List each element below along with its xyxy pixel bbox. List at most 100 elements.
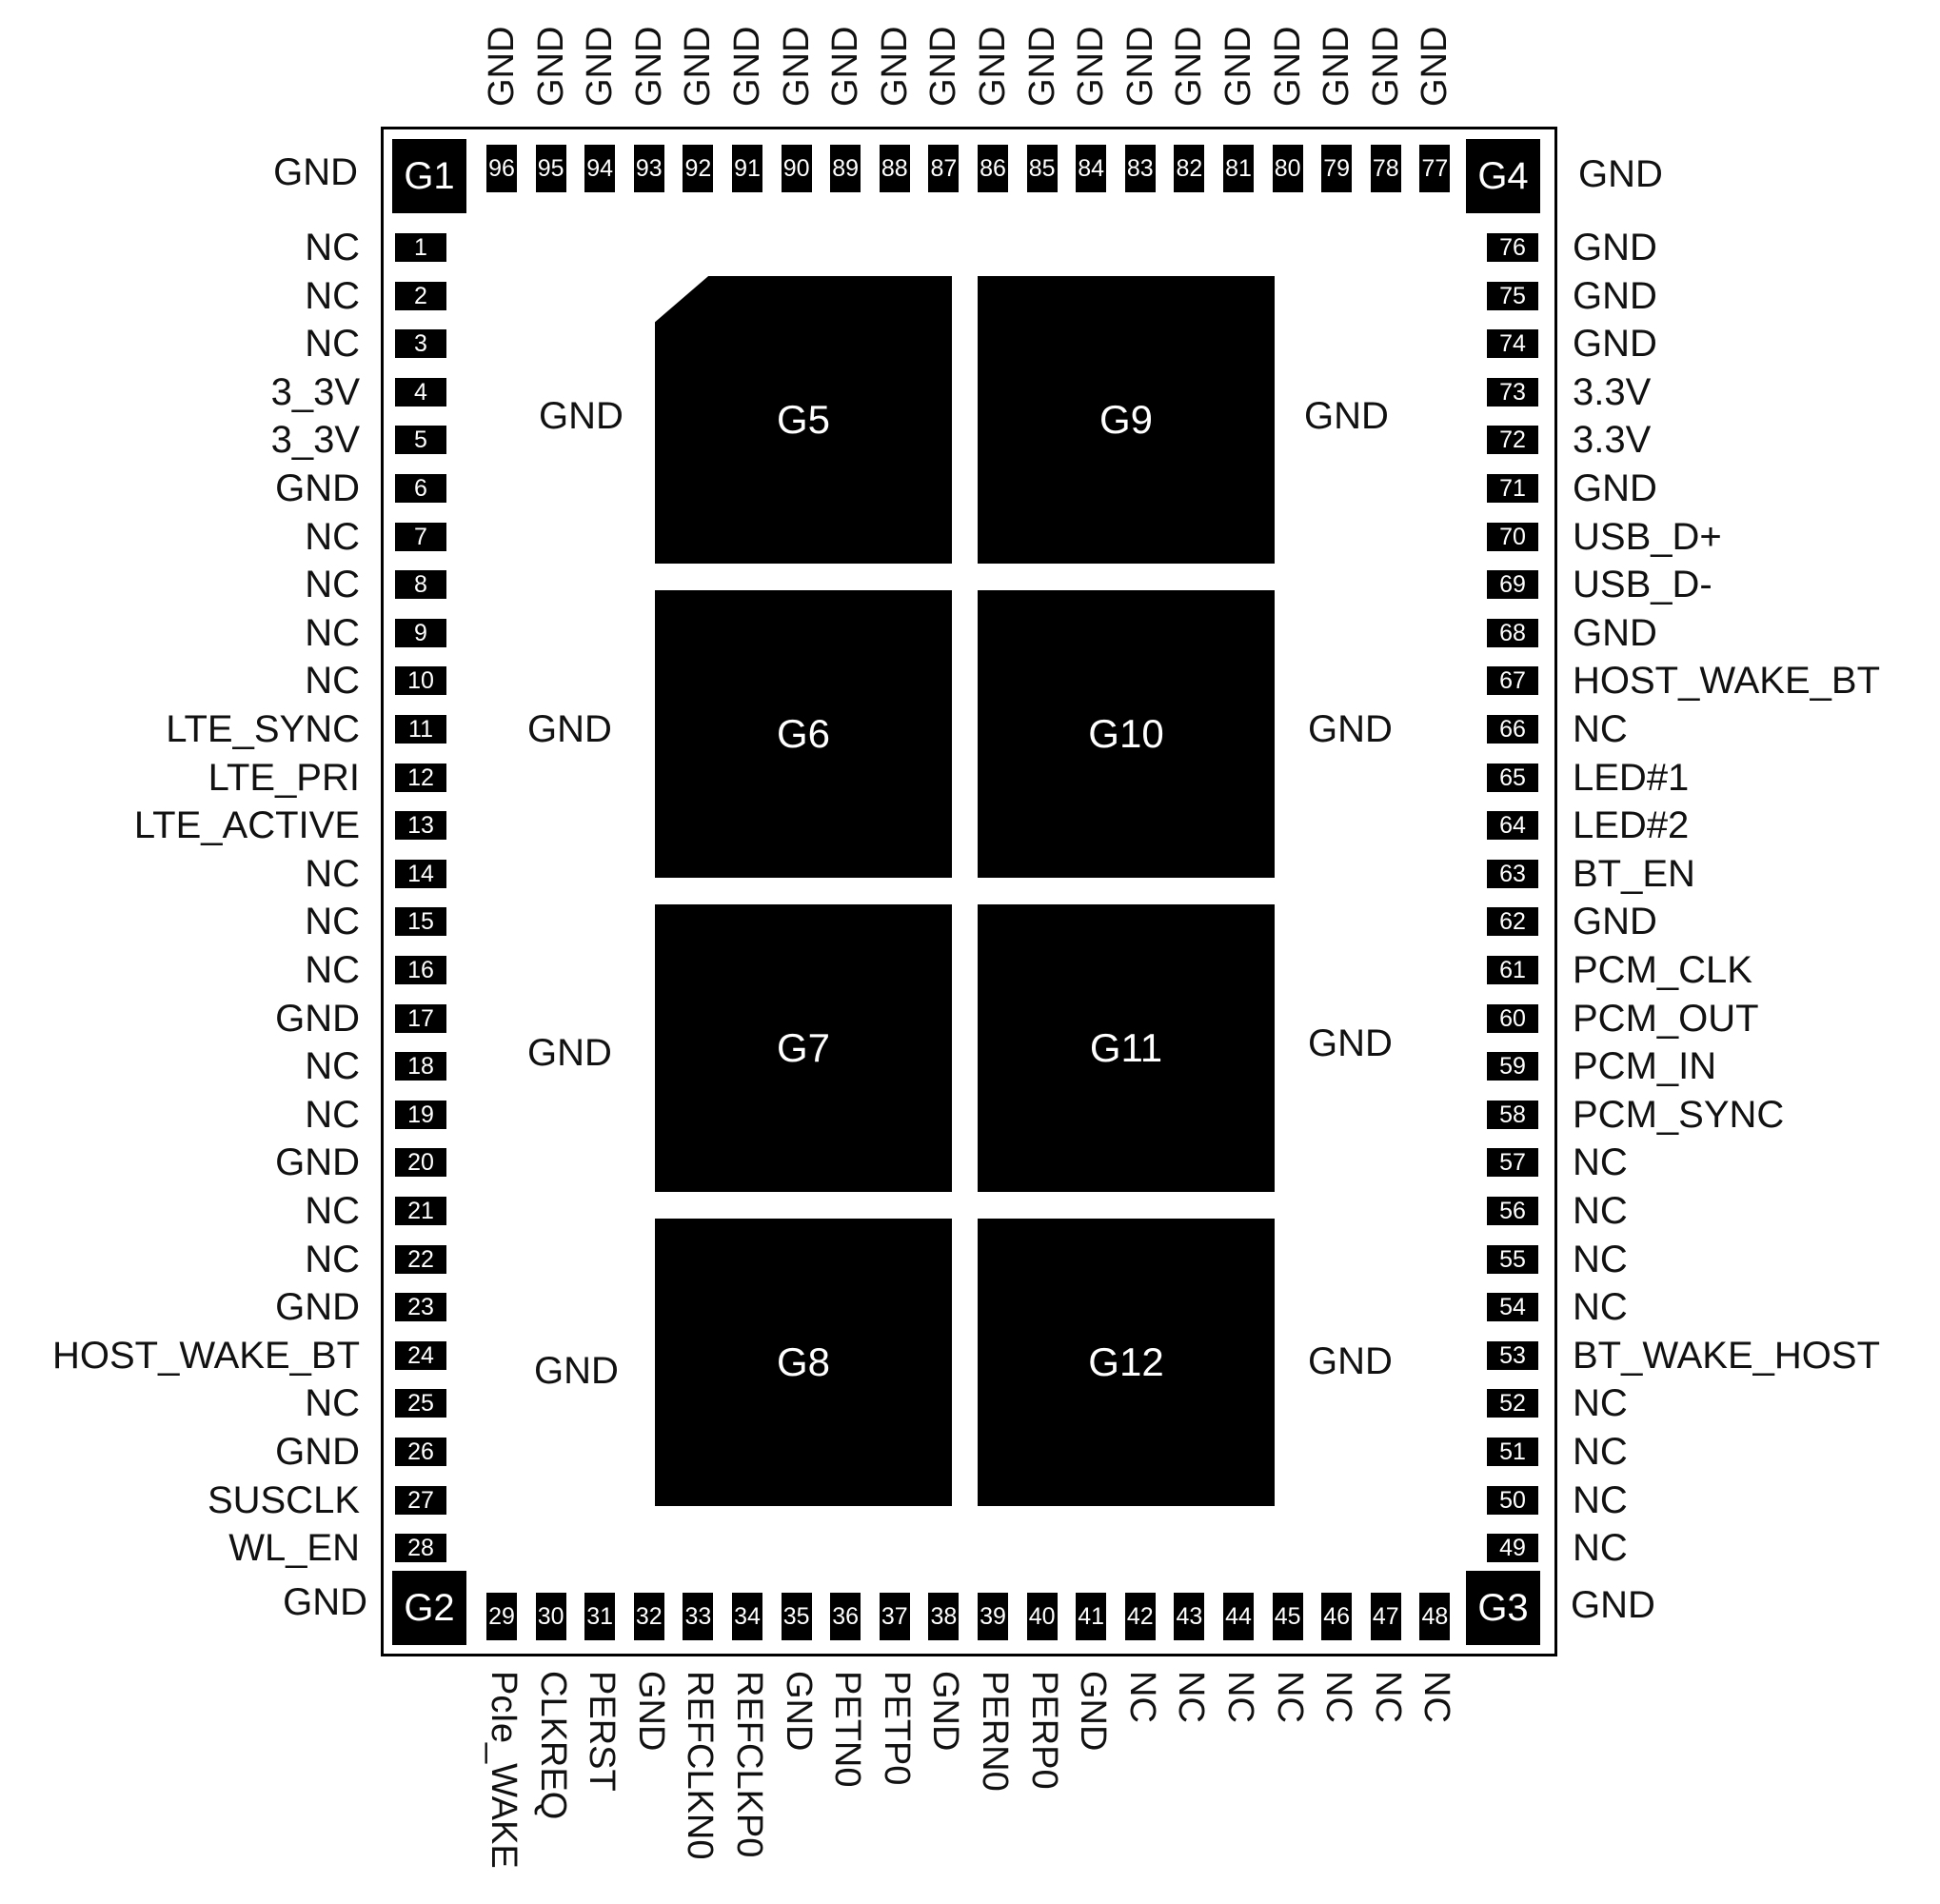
pin-label-47: NC bbox=[1367, 1671, 1408, 1723]
pin-label-20: GND bbox=[275, 1141, 360, 1184]
pin-pad-1: 1 bbox=[395, 233, 446, 262]
pin-label-84: GND bbox=[1071, 26, 1112, 107]
pin-pad-49: 49 bbox=[1487, 1534, 1538, 1563]
pin-label-88: GND bbox=[874, 26, 915, 107]
pin-label-21: NC bbox=[305, 1190, 360, 1232]
pin-label-44: NC bbox=[1220, 1671, 1260, 1723]
pin-label-29: PcIe_WAKE bbox=[484, 1671, 524, 1869]
pin-pad-45: 45 bbox=[1272, 1593, 1303, 1640]
pin-pad-63: 63 bbox=[1487, 859, 1538, 888]
pin-label-53: BT_WAKE_HOST bbox=[1573, 1334, 1881, 1377]
pin-label-28: WL_EN bbox=[228, 1527, 360, 1570]
pin-pad-51: 51 bbox=[1487, 1438, 1538, 1466]
center-pad-g11: G11 bbox=[978, 904, 1275, 1192]
pin-label-76: GND bbox=[1573, 227, 1657, 268]
pin-pad-19: 19 bbox=[395, 1100, 446, 1129]
pin-label-71: GND bbox=[1573, 467, 1657, 509]
pin-label-60: PCM_OUT bbox=[1573, 997, 1759, 1040]
pin-pad-65: 65 bbox=[1487, 763, 1538, 792]
pin-label-27: SUSCLK bbox=[207, 1478, 360, 1521]
center-pad-g12: G12 bbox=[978, 1219, 1275, 1506]
pin-pad-12: 12 bbox=[395, 763, 446, 792]
pin-label-14: NC bbox=[305, 852, 360, 895]
pin-label-24: HOST_WAKE_BT bbox=[51, 1334, 360, 1377]
pin-pad-31: 31 bbox=[584, 1593, 616, 1640]
pin-pad-11: 11 bbox=[395, 715, 446, 744]
pin-label-54: NC bbox=[1573, 1286, 1628, 1329]
pin-pad-70: 70 bbox=[1487, 522, 1538, 551]
pin-pad-24: 24 bbox=[395, 1340, 446, 1370]
pin-pad-80: 80 bbox=[1272, 145, 1303, 192]
pin-label-57: NC bbox=[1573, 1141, 1628, 1184]
pin-pad-50: 50 bbox=[1487, 1485, 1538, 1515]
pin-label-12: LTE_PRI bbox=[208, 756, 360, 799]
pin-label-25: NC bbox=[305, 1382, 360, 1425]
pin-label-5: 3_3V bbox=[270, 419, 360, 462]
pin-pad-78: 78 bbox=[1370, 145, 1401, 192]
center-pad-g6-label: GND bbox=[527, 708, 612, 750]
center-pad-g11-label: GND bbox=[1308, 1022, 1393, 1064]
pin-pad-82: 82 bbox=[1174, 145, 1205, 192]
pin-pad-27: 27 bbox=[395, 1485, 446, 1515]
pin-pad-34: 34 bbox=[732, 1593, 762, 1640]
corner-pad-g3-label: GND bbox=[1571, 1584, 1655, 1626]
pin-pad-41: 41 bbox=[1076, 1593, 1107, 1640]
pin-label-45: NC bbox=[1269, 1671, 1310, 1723]
pin-label-31: PERST bbox=[582, 1671, 623, 1792]
pin-pad-48: 48 bbox=[1419, 1593, 1451, 1640]
pin-label-62: GND bbox=[1573, 901, 1657, 943]
pin-pad-71: 71 bbox=[1487, 474, 1538, 503]
pin-label-80: GND bbox=[1267, 26, 1308, 107]
pin-label-15: NC bbox=[305, 901, 360, 943]
pin-pad-93: 93 bbox=[633, 145, 664, 192]
pin-label-87: GND bbox=[923, 26, 964, 107]
pin-pad-64: 64 bbox=[1487, 811, 1538, 841]
pin-pad-88: 88 bbox=[879, 145, 910, 192]
corner-pad-g4: G4 bbox=[1466, 139, 1540, 213]
pin-pad-75: 75 bbox=[1487, 281, 1538, 310]
pin-label-35: GND bbox=[778, 1671, 819, 1752]
pin-pad-30: 30 bbox=[535, 1593, 566, 1640]
pin-pad-74: 74 bbox=[1487, 329, 1538, 359]
pin-pad-54: 54 bbox=[1487, 1293, 1538, 1322]
pin-pad-56: 56 bbox=[1487, 1197, 1538, 1225]
module-outline bbox=[381, 127, 1557, 1656]
pin-label-56: NC bbox=[1573, 1190, 1628, 1232]
pin-label-58: PCM_SYNC bbox=[1573, 1093, 1785, 1136]
center-pad-g10-label: GND bbox=[1308, 708, 1393, 750]
pin-label-8: NC bbox=[305, 564, 360, 606]
pin-pad-47: 47 bbox=[1370, 1593, 1401, 1640]
pin-label-73: 3.3V bbox=[1573, 370, 1652, 413]
pin-pad-69: 69 bbox=[1487, 570, 1538, 600]
pin-pad-90: 90 bbox=[781, 145, 812, 192]
pin-pad-3: 3 bbox=[395, 329, 446, 359]
center-pad-g7-label: GND bbox=[527, 1032, 612, 1074]
pin-pad-44: 44 bbox=[1223, 1593, 1254, 1640]
pin-label-59: PCM_IN bbox=[1573, 1045, 1717, 1088]
pin-pad-73: 73 bbox=[1487, 377, 1538, 407]
pin-pad-77: 77 bbox=[1419, 145, 1451, 192]
pin-label-68: GND bbox=[1573, 611, 1657, 654]
pin-label-3: NC bbox=[305, 323, 360, 366]
pin-pad-20: 20 bbox=[395, 1148, 446, 1178]
pin-label-72: 3.3V bbox=[1573, 419, 1652, 462]
pin-label-85: GND bbox=[1021, 26, 1062, 107]
pin-pad-57: 57 bbox=[1487, 1148, 1538, 1178]
pin-pad-81: 81 bbox=[1223, 145, 1254, 192]
pin-pad-22: 22 bbox=[395, 1244, 446, 1274]
pin-pad-38: 38 bbox=[928, 1593, 960, 1640]
pin-label-86: GND bbox=[973, 26, 1013, 107]
pin-pad-46: 46 bbox=[1321, 1593, 1353, 1640]
center-pad-g9: G9 bbox=[978, 276, 1275, 564]
pin-label-41: GND bbox=[1073, 1671, 1114, 1752]
pin-label-67: HOST_WAKE_BT bbox=[1573, 660, 1881, 703]
center-pad-g5: G5 bbox=[655, 276, 952, 564]
pin-pad-86: 86 bbox=[978, 145, 1008, 192]
pin-label-50: NC bbox=[1573, 1478, 1628, 1521]
pin-pad-96: 96 bbox=[486, 145, 517, 192]
pin-pad-18: 18 bbox=[395, 1052, 446, 1081]
corner-pad-g4-label: GND bbox=[1578, 153, 1663, 195]
pin-label-66: NC bbox=[1573, 708, 1628, 750]
